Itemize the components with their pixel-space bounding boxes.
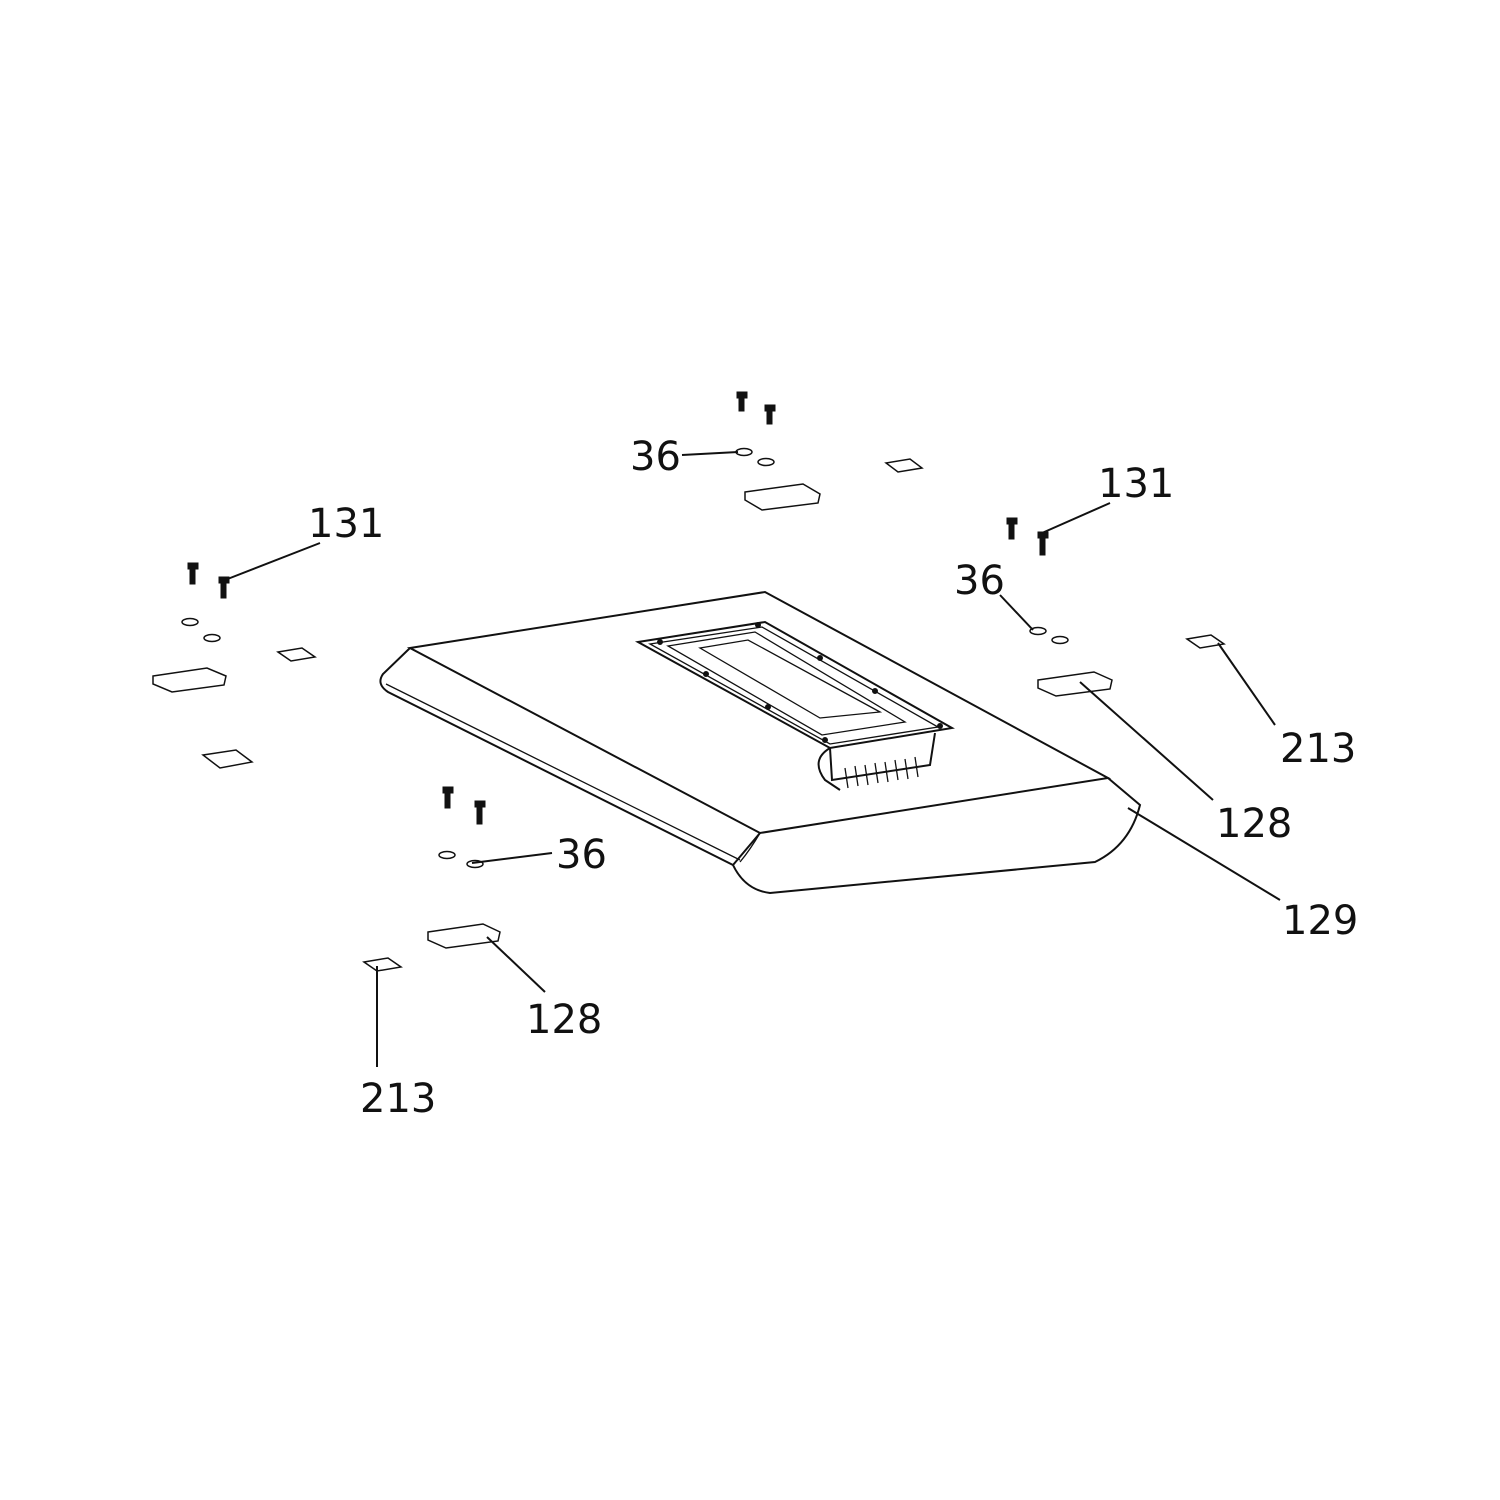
handle-recess <box>634 620 955 791</box>
fastener-group-bottom <box>362 786 501 972</box>
leader-lines <box>224 451 1281 1067</box>
fastener-group-left <box>152 562 317 769</box>
fastener-group-right <box>1006 517 1226 697</box>
callout-128-bottom: 128 <box>526 997 602 1043</box>
callout-36-top: 36 <box>630 434 681 480</box>
base-board-129 <box>379 590 1142 895</box>
callout-36-right: 36 <box>954 558 1005 604</box>
callout-129: 129 <box>1282 898 1358 944</box>
callout-128-right: 128 <box>1216 801 1292 847</box>
callout-213-right: 213 <box>1280 726 1356 772</box>
callout-131-left: 131 <box>308 501 384 547</box>
callout-213-bottom: 213 <box>360 1076 436 1122</box>
callout-36-bottom: 36 <box>556 832 607 878</box>
fastener-group-top <box>735 391 924 511</box>
callout-131-right: 131 <box>1098 461 1174 507</box>
callout-labels: 36 131 131 36 213 128 129 36 128 213 <box>308 434 1358 1122</box>
